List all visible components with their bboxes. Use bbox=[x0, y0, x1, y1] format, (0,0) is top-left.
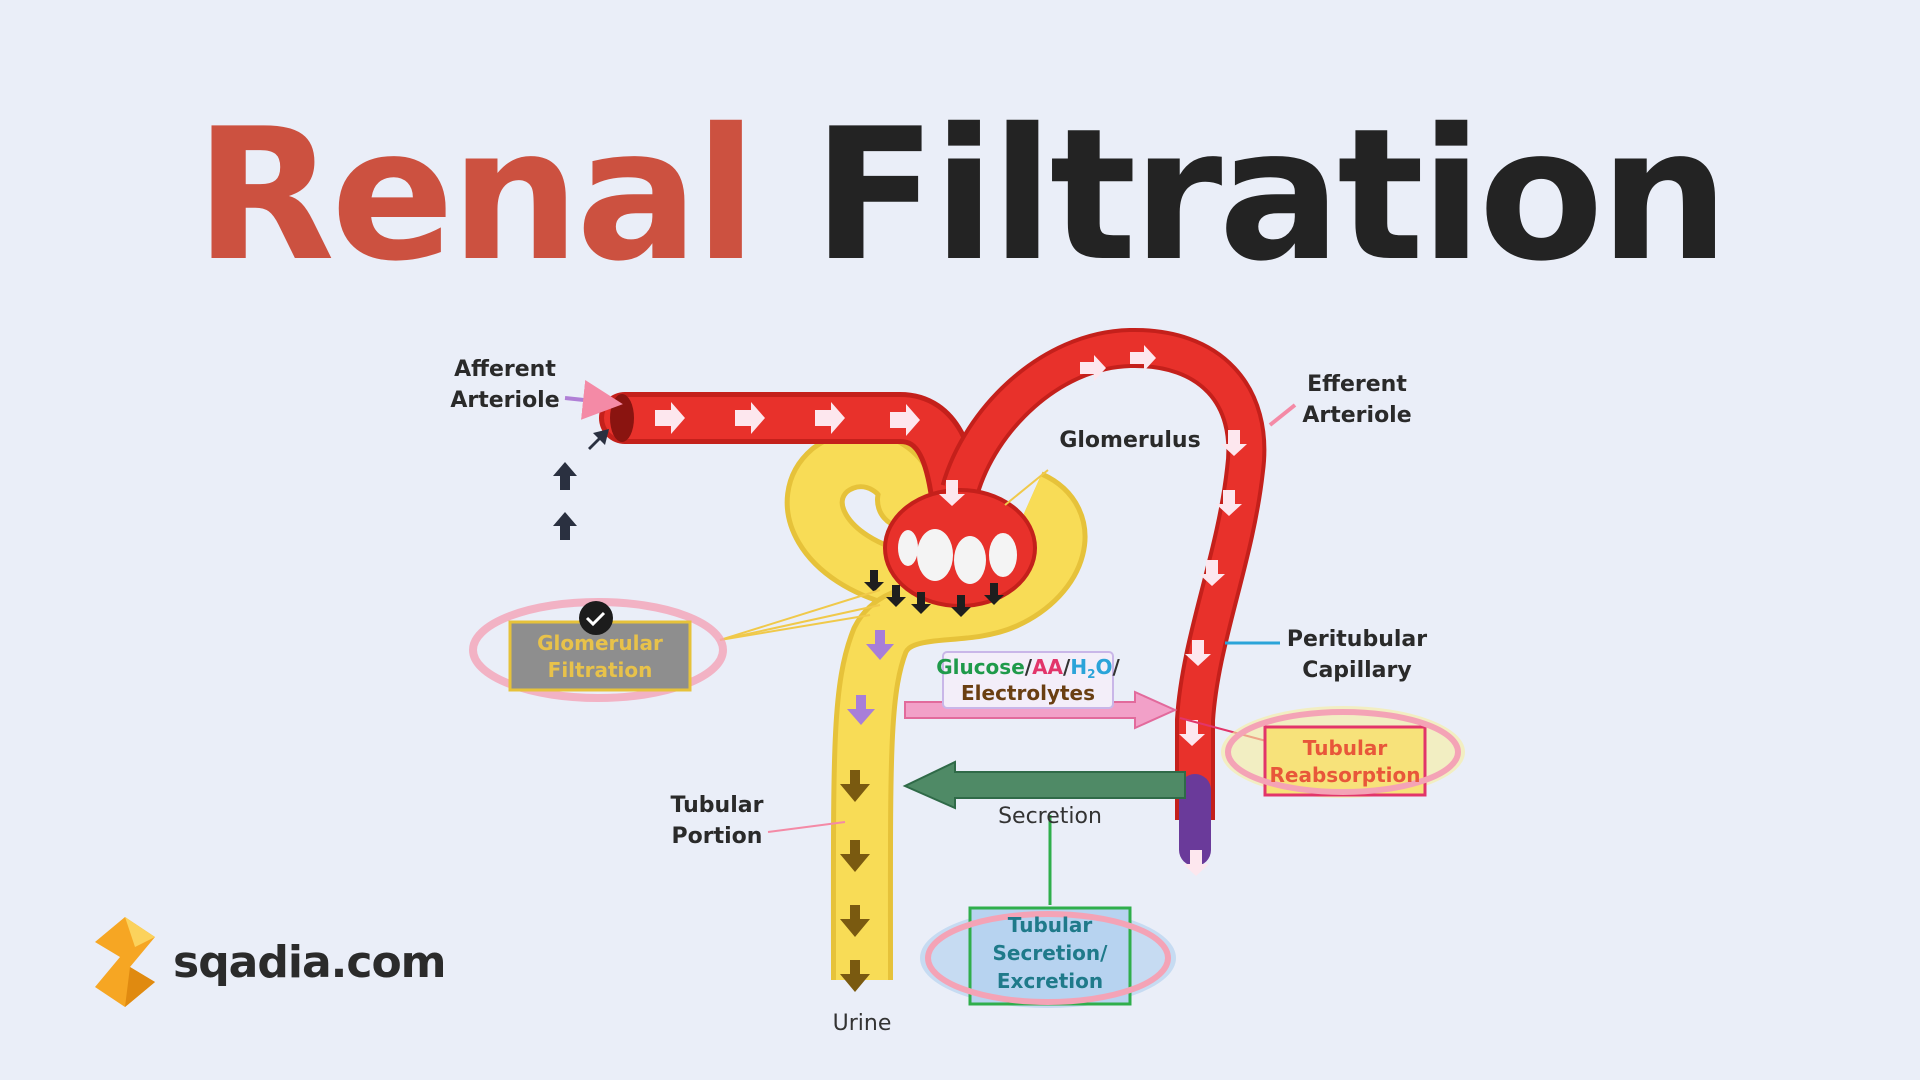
urine-label: Urine bbox=[833, 1011, 892, 1036]
efferent-label-line1: Efferent bbox=[1307, 372, 1407, 397]
afferent-label-line1: Afferent bbox=[454, 357, 556, 382]
title-word-renal: Renal bbox=[194, 89, 757, 301]
inflow-arrows bbox=[553, 429, 609, 540]
check-icon bbox=[585, 611, 606, 627]
flow-arrows-vessel bbox=[655, 345, 1247, 876]
tubule-flow-arrows bbox=[840, 630, 894, 992]
glomerular-filtration-line1: Glomerular bbox=[537, 631, 663, 655]
peritubular-label-line2: Capillary bbox=[1302, 658, 1411, 683]
tubular-reabsorption-box: Tubular Reabsorption bbox=[1221, 706, 1465, 798]
tubular-secretion-line2: Secretion/ bbox=[993, 941, 1109, 965]
glomerular-filtration-box: Glomerular Filtration bbox=[469, 598, 727, 702]
glomerulus-label: Glomerulus bbox=[1059, 428, 1200, 453]
secretion-arrow bbox=[902, 760, 1186, 810]
page-title: Renal Filtration bbox=[0, 95, 1920, 295]
peritubular-label-line1: Peritubular bbox=[1287, 627, 1427, 652]
efferent-label-line2: Arteriole bbox=[1302, 403, 1411, 428]
tubular-portion-label-line2: Portion bbox=[672, 824, 763, 849]
afferent-opening bbox=[610, 394, 634, 442]
reabsorption-arrow bbox=[904, 690, 1178, 730]
sqadia-logo-text: sqadia.com bbox=[173, 936, 447, 988]
title-word-filtration: Filtration bbox=[812, 89, 1730, 301]
reabsorbed-substances-box: Glucose/AA/H2O/ Electrolytes bbox=[936, 651, 1120, 709]
filtration-arrows bbox=[864, 570, 1004, 617]
reabsorbed-line1: Glucose/AA/H2O/ bbox=[936, 655, 1120, 681]
sqadia-logo-icon bbox=[95, 917, 155, 1007]
tubular-reabsorption-line2: Reabsorption bbox=[1270, 763, 1421, 787]
diagram-labels: Afferent Arteriole Efferent Arteriole Gl… bbox=[450, 357, 1427, 1036]
secretion-label: Secretion bbox=[998, 804, 1102, 829]
tubular-portion-label-line1: Tubular bbox=[671, 793, 764, 818]
afferent-label-line2: Arteriole bbox=[450, 388, 559, 413]
tubular-reabsorption-line1: Tubular bbox=[1303, 736, 1388, 760]
tubular-secretion-line3: Excretion bbox=[997, 969, 1103, 993]
reabsorbed-line2: Electrolytes bbox=[961, 681, 1095, 705]
leader-lines bbox=[564, 380, 1297, 905]
tubular-secretion-line1: Tubular bbox=[1008, 913, 1093, 937]
tubular-secretion-box: Tubular Secretion/ Excretion bbox=[920, 906, 1176, 1008]
glomerulus bbox=[883, 488, 1037, 608]
sqadia-logo[interactable]: sqadia.com bbox=[85, 912, 447, 1012]
glomerular-filtration-line2: Filtration bbox=[548, 658, 653, 682]
